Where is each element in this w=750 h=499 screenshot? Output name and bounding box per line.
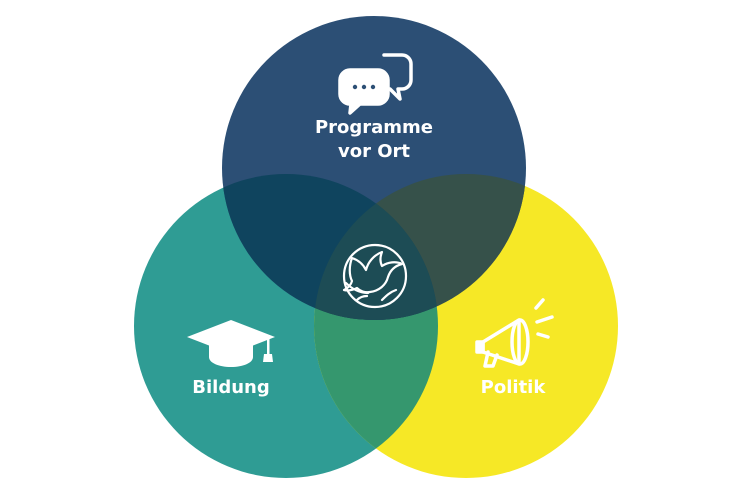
programme-label: Programme vor Ort [274,116,474,164]
politik-label: Politik [480,377,546,398]
speech-bubbles-icon [338,53,413,115]
megaphone-icon [475,298,554,368]
dove-globe-icon [342,243,408,309]
graduation-cap-icon [187,320,275,367]
programme-label-line2: vor Ort [337,141,411,162]
programme-label-line1: Programme [314,117,434,138]
bildung-label: Bildung [192,377,270,398]
